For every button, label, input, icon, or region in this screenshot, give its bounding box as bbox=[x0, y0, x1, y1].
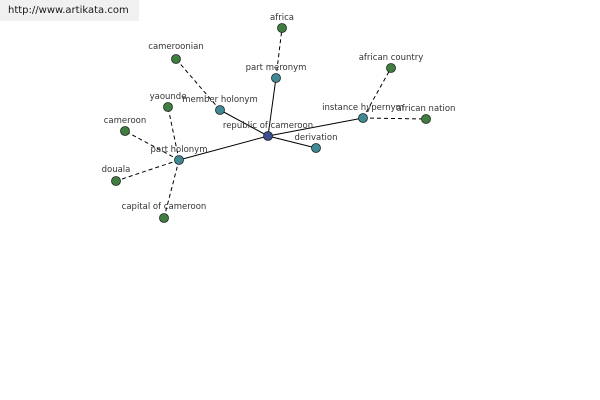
label-part-holonym[interactable]: part holonym bbox=[151, 145, 208, 155]
node-cameroonian[interactable] bbox=[171, 54, 181, 64]
node-instance-hypernym[interactable] bbox=[358, 113, 368, 123]
label-african-nation[interactable]: african nation bbox=[397, 104, 456, 114]
label-african-country[interactable]: african country bbox=[359, 53, 424, 63]
edge-part-meronym-to-africa bbox=[275, 27, 283, 79]
edge-center-to-derivation bbox=[267, 135, 317, 149]
node-part-holonym[interactable] bbox=[174, 155, 184, 165]
edge-center-to-member-holonym bbox=[219, 109, 269, 137]
watermark-url[interactable]: http://www.artikata.com bbox=[0, 0, 139, 21]
label-cameroon[interactable]: cameroon bbox=[104, 116, 147, 126]
label-member-holonym[interactable]: member holonym bbox=[182, 95, 257, 105]
node-african-nation[interactable] bbox=[421, 114, 431, 124]
node-part-meronym[interactable] bbox=[271, 73, 281, 83]
node-layer bbox=[111, 23, 431, 223]
node-africa[interactable] bbox=[277, 23, 287, 33]
label-instance-hypernym[interactable]: instance hypernym bbox=[322, 103, 404, 113]
edge-instance-hypernym-to-african-nation bbox=[362, 117, 427, 120]
node-cameroon[interactable] bbox=[120, 126, 130, 136]
edge-center-to-instance-hypernym bbox=[267, 117, 364, 137]
label-layer: republic of cameroon part meronym member h… bbox=[102, 13, 456, 212]
label-derivation[interactable]: derivation bbox=[294, 133, 337, 143]
edge-layer bbox=[115, 27, 427, 219]
edge-part-holonym-to-capital-of-cameroon bbox=[163, 159, 180, 219]
label-part-meronym[interactable]: part meronym bbox=[246, 63, 307, 73]
label-africa[interactable]: africa bbox=[270, 13, 294, 23]
node-center[interactable] bbox=[263, 131, 273, 141]
node-capital-of-cameroon[interactable] bbox=[159, 213, 169, 223]
edge-center-to-part-meronym bbox=[267, 77, 277, 137]
label-cameroonian[interactable]: cameroonian bbox=[148, 42, 203, 52]
edge-part-holonym-to-yaounde bbox=[167, 106, 180, 161]
edge-member-holonym-to-cameroonian bbox=[175, 58, 221, 111]
node-african-country[interactable] bbox=[386, 63, 396, 73]
edge-instance-hypernym-to-african-country bbox=[362, 67, 392, 119]
label-douala[interactable]: douala bbox=[102, 165, 131, 175]
label-yaounde[interactable]: yaounde bbox=[150, 92, 187, 102]
label-capital-of-cameroon[interactable]: capital of cameroon bbox=[122, 202, 207, 212]
node-member-holonym[interactable] bbox=[215, 105, 225, 115]
node-derivation[interactable] bbox=[311, 143, 321, 153]
edge-center-to-part-holonym bbox=[178, 135, 269, 161]
label-center[interactable]: republic of cameroon bbox=[223, 121, 313, 131]
node-yaounde[interactable] bbox=[163, 102, 173, 112]
node-douala[interactable] bbox=[111, 176, 121, 186]
edge-part-holonym-to-cameroon bbox=[124, 130, 180, 161]
